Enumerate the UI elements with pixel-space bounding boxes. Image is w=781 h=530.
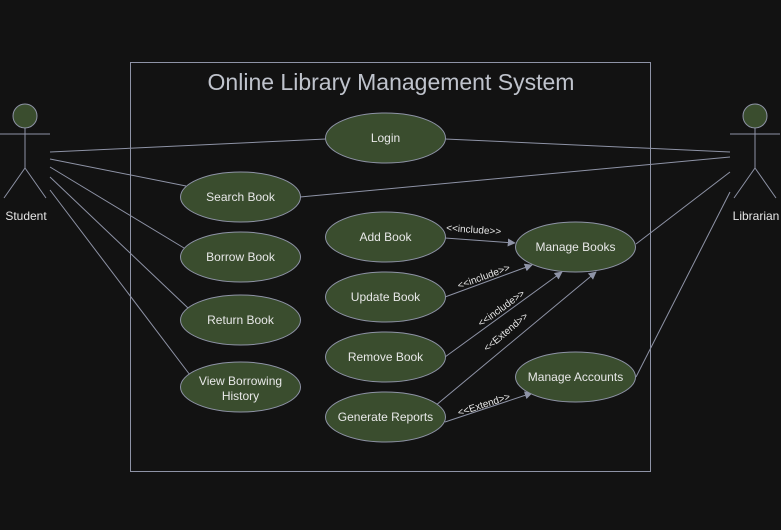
use-case-manage-accounts-label: Manage Accounts	[528, 370, 623, 384]
use-case-return-book[interactable]: Return Book	[180, 294, 301, 346]
assoc-librarian-search	[299, 156, 731, 198]
include-arrow-update	[444, 263, 533, 298]
use-case-login-label: Login	[371, 131, 400, 145]
assoc-student-search	[49, 158, 187, 187]
student-label: Student	[5, 209, 47, 223]
use-case-borrow-book[interactable]: Borrow Book	[180, 231, 301, 283]
librarian-head-icon	[742, 103, 768, 129]
use-case-return-book-label: Return Book	[207, 313, 275, 327]
use-case-login[interactable]: Login	[325, 112, 446, 164]
extend-label-accounts: <<Extend>>	[457, 392, 512, 419]
include-label-add: <<include>>	[446, 223, 502, 238]
student-associations	[49, 138, 327, 376]
use-case-update-book[interactable]: Update Book	[325, 271, 446, 323]
assoc-student-borrow	[49, 166, 185, 249]
dependency-arrows	[434, 237, 597, 423]
student-actor	[0, 103, 50, 199]
librarian-actor	[730, 103, 780, 199]
use-case-search-book[interactable]: Search Book	[180, 171, 301, 223]
include-label-update: <<include>>	[456, 263, 512, 292]
use-case-add-book[interactable]: Add Book	[325, 211, 446, 263]
use-case-search-book-label: Search Book	[206, 190, 276, 204]
use-case-view-history-label-line1: View Borrowing	[199, 374, 282, 388]
system-boundary	[130, 62, 651, 472]
system-title: Online Library Management System	[208, 69, 575, 95]
assoc-student-history	[49, 189, 191, 376]
use-case-manage-accounts[interactable]: Manage Accounts	[515, 351, 636, 403]
student-head-icon	[12, 103, 38, 129]
use-case-manage-books-label: Manage Books	[535, 240, 615, 254]
use-case-view-history-label-line2: History	[222, 389, 259, 403]
use-case-generate-reports-label: Generate Reports	[338, 410, 433, 424]
use-case-add-book-label: Add Book	[359, 230, 412, 244]
use-case-view-borrowing-history[interactable]: View Borrowing History	[180, 361, 301, 413]
use-case-generate-reports[interactable]: Generate Reports	[325, 391, 446, 443]
assoc-student-login	[49, 138, 327, 153]
include-arrow-remove	[444, 271, 563, 358]
use-case-remove-book-label: Remove Book	[348, 350, 424, 364]
librarian-associations	[299, 138, 731, 378]
assoc-librarian-manage-accounts	[635, 191, 731, 378]
extend-arrow-books	[434, 271, 597, 407]
assoc-librarian-manage-books	[635, 171, 731, 245]
use-case-manage-books[interactable]: Manage Books	[515, 221, 636, 273]
extend-arrow-accounts	[444, 391, 533, 423]
use-case-borrow-book-label: Borrow Book	[206, 250, 276, 264]
assoc-student-return	[49, 176, 189, 309]
librarian-label: Librarian	[733, 209, 780, 223]
use-case-remove-book[interactable]: Remove Book	[325, 331, 446, 383]
include-arrow-add	[444, 237, 516, 247]
use-case-update-book-label: Update Book	[351, 290, 421, 304]
assoc-librarian-login	[444, 138, 731, 153]
